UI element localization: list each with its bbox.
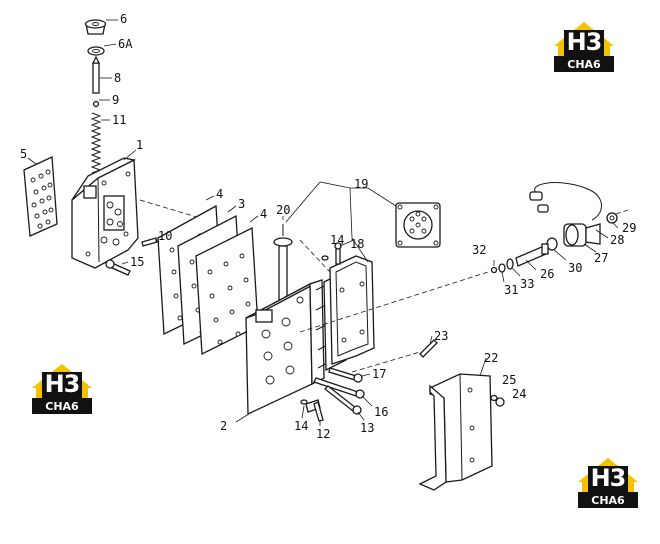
washer-part-6a xyxy=(87,46,105,56)
solenoid-part-27 xyxy=(563,223,601,247)
washer-part-14-top xyxy=(321,255,329,261)
ring-part-31 xyxy=(498,263,506,273)
bolt-part-13 xyxy=(324,385,362,415)
washer-part-25 xyxy=(490,394,498,402)
bolt-part-24 xyxy=(495,397,505,407)
callout-17: 17 xyxy=(372,367,386,381)
callout-28: 28 xyxy=(610,233,624,247)
ring-part-33 xyxy=(506,258,514,270)
harness-part-28 xyxy=(529,182,602,221)
callout-23: 23 xyxy=(434,329,448,343)
callout-10: 10 xyxy=(158,229,172,243)
callout-33: 33 xyxy=(520,277,534,291)
gasket-part-4-rear xyxy=(195,226,259,356)
brand-logo-bottom-right: H3 CHA6 xyxy=(576,456,640,512)
brand-logo-top-right: H3 CHA6 xyxy=(552,20,616,76)
bolt-part-17 xyxy=(328,367,363,383)
logo-subtitle: CHA6 xyxy=(591,494,625,507)
callout-20: 20 xyxy=(276,203,290,217)
logo-subtitle: CHA6 xyxy=(45,400,79,413)
callout-2: 2 xyxy=(220,419,227,433)
valve-body-part-2 xyxy=(245,270,347,416)
callout-5: 5 xyxy=(20,147,27,161)
callout-12: 12 xyxy=(316,427,330,441)
ball-part-32 xyxy=(490,266,498,274)
logo-mark: H3 xyxy=(44,370,81,398)
plate-part-5 xyxy=(23,156,58,237)
pin-part-10 xyxy=(141,237,158,247)
bracket-part-22 xyxy=(418,373,493,491)
callout-4-front: 4 xyxy=(216,187,223,201)
spring-part-11 xyxy=(90,112,102,174)
logo-mark: H3 xyxy=(566,28,603,56)
callout-6a: 6A xyxy=(118,37,133,51)
callout-6: 6 xyxy=(120,12,127,26)
bolt-part-18 xyxy=(334,242,342,265)
brand-logo-left: H3 CHA6 xyxy=(30,362,94,418)
bolt-part-16 xyxy=(313,377,365,399)
pin-part-23 xyxy=(419,339,438,358)
callout-15: 15 xyxy=(130,255,144,269)
callout-16: 16 xyxy=(374,405,388,419)
valve-body-part-1 xyxy=(71,157,139,269)
callout-31: 31 xyxy=(504,283,518,297)
callout-24: 24 xyxy=(512,387,526,401)
callout-22: 22 xyxy=(484,351,498,365)
callout-13: 13 xyxy=(360,421,374,435)
nut-part-29 xyxy=(606,212,618,224)
callout-25: 25 xyxy=(502,373,516,387)
callout-14-top: 14 xyxy=(330,233,344,247)
pin-part-8 xyxy=(91,55,101,94)
callout-32: 32 xyxy=(472,243,486,257)
sensor-part-20 xyxy=(273,224,293,301)
ball-part-9 xyxy=(92,100,100,108)
callout-1: 1 xyxy=(136,138,143,152)
callout-14-bottom: 14 xyxy=(294,419,308,433)
callout-27: 27 xyxy=(594,251,608,265)
callout-9: 9 xyxy=(112,93,119,107)
cap-part-6 xyxy=(84,19,107,35)
bolt-part-12 xyxy=(305,399,324,422)
callout-29: 29 xyxy=(622,221,636,235)
valve-part-26 xyxy=(515,243,549,267)
callout-18: 18 xyxy=(350,237,364,251)
logo-subtitle: CHA6 xyxy=(567,58,601,71)
bolt-part-15 xyxy=(105,259,131,276)
cover-part-19 xyxy=(329,255,375,365)
callout-3: 3 xyxy=(238,197,245,211)
callout-4-rear: 4 xyxy=(260,207,267,221)
callout-30: 30 xyxy=(568,261,582,275)
callout-8: 8 xyxy=(114,71,121,85)
callout-26: 26 xyxy=(540,267,554,281)
callout-11: 11 xyxy=(112,113,126,127)
callout-19: 19 xyxy=(354,177,368,191)
logo-mark: H3 xyxy=(590,464,627,492)
washer-part-14-bottom xyxy=(300,399,308,405)
connector-detail xyxy=(395,202,441,248)
